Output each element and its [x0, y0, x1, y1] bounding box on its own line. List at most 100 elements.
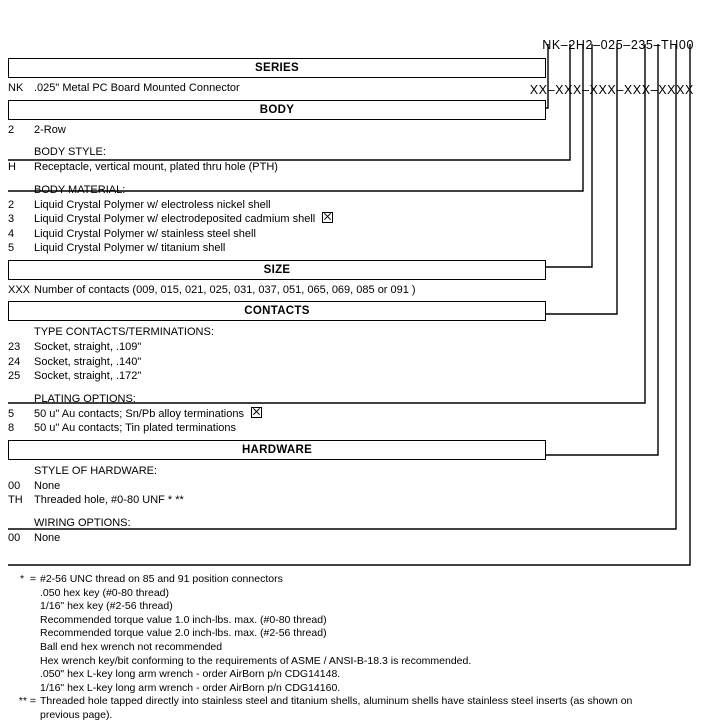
option-group-heading: TYPE CONTACTS/TERMINATIONS:	[34, 326, 214, 338]
section-title-series: SERIES	[8, 58, 546, 78]
footnote-marker: * =	[19, 573, 36, 585]
footnote-text: 1/16" hex L-key long arm wrench - order …	[40, 681, 341, 694]
option-group-heading: BODY STYLE:	[34, 146, 106, 158]
option-text: None	[34, 479, 61, 492]
footnote-line: ** = Threaded hole tapped directly into …	[0, 695, 640, 722]
footnote-text: Recommended torque value 2.0 inch-lbs. m…	[40, 627, 327, 640]
footnote-text: Threaded hole tapped directly into stain…	[40, 695, 633, 721]
footnote-line: * = #2-56 UNC thread on 85 and 91 positi…	[0, 573, 640, 587]
section-title-size: SIZE	[8, 259, 546, 280]
option-group-heading: BODY MATERIAL:	[34, 183, 126, 196]
option-row: 24 Socket, straight, .140"	[0, 355, 702, 370]
option-code: 8	[8, 422, 15, 434]
option-code: 5	[8, 407, 15, 420]
footnote-text: Ball end hex wrench not recommended	[40, 640, 223, 653]
option-text: Threaded hole, #0-80 UNF * **	[34, 494, 184, 506]
option-row: XXX Number of contacts (009, 015, 021, 0…	[0, 283, 702, 298]
option-text: Liquid Crystal Polymer w/ stainless stee…	[34, 227, 256, 240]
obsolete-marker-icon	[322, 212, 334, 223]
option-text: 50 u" Au contacts; Sn/Pb alloy terminati…	[34, 407, 244, 420]
footnote-line: .050 hex key (#0-80 thread)	[0, 587, 640, 601]
option-text: Liquid Crystal Polymer w/ titanium shell	[34, 242, 226, 254]
option-group-contact-type: TYPE CONTACTS/TERMINATIONS: 23 Socket, s…	[0, 321, 702, 388]
section-title-contacts: CONTACTS	[8, 301, 546, 321]
option-text: Number of contacts (009, 015, 021, 025, …	[34, 283, 416, 296]
section-size: SIZE XXX Number of contacts (009, 015, 0…	[0, 259, 702, 302]
option-group-body-style: BODY STYLE: H Receptacle, vertical mount…	[0, 141, 702, 179]
option-code: 4	[8, 227, 15, 240]
option-row: 5 Liquid Crystal Polymer w/ titanium she…	[0, 241, 702, 256]
option-code: 3	[8, 213, 15, 225]
option-row: H Receptacle, vertical mount, plated thr…	[0, 160, 702, 175]
option-group-body-material: BODY MATERIAL: 2 Liquid Crystal Polymer …	[0, 179, 702, 260]
option-text: Socket, straight, .140"	[34, 355, 142, 368]
footnote-marker: ** =	[18, 695, 36, 708]
option-text: Receptacle, vertical mount, plated thru …	[34, 161, 278, 173]
footnote-text: Hex wrench key/bit conforming to the req…	[40, 654, 472, 667]
option-row: 00 None	[0, 531, 702, 546]
option-text: .025" Metal PC Board Mounted Connector	[34, 82, 240, 94]
option-group-heading: WIRING OPTIONS:	[34, 516, 131, 529]
option-code: 00	[8, 479, 21, 492]
option-code: TH	[8, 494, 23, 506]
option-group-hardware-style: STYLE OF HARDWARE: 00 None TH Threaded h…	[0, 460, 702, 512]
option-code: NK	[8, 82, 24, 94]
footnote-text: Recommended torque value 1.0 inch-lbs. m…	[40, 613, 327, 626]
option-row: 23 Socket, straight, .109"	[0, 340, 702, 355]
option-text: Socket, straight, .172"	[34, 370, 142, 382]
option-text: 2-Row	[34, 123, 66, 136]
section-stack: SERIES NK .025" Metal PC Board Mounted C…	[0, 58, 702, 549]
footnote-text: .050" hex L-key long arm wrench - order …	[40, 668, 341, 681]
footnote-line: Ball end hex wrench not recommended	[0, 641, 640, 655]
option-row: 4 Liquid Crystal Polymer w/ stainless st…	[0, 227, 702, 242]
footnotes: * = #2-56 UNC thread on 85 and 91 positi…	[0, 573, 640, 723]
section-title-body: BODY	[8, 99, 546, 120]
option-code: 23	[8, 341, 21, 353]
option-group-series: NK .025" Metal PC Board Mounted Connecto…	[0, 78, 702, 100]
section-hardware: HARDWARE STYLE OF HARDWARE: 00 None TH T…	[0, 439, 702, 550]
option-group-size: XXX Number of contacts (009, 015, 021, 0…	[0, 280, 702, 302]
option-text: None	[34, 531, 61, 544]
option-code: 24	[8, 355, 21, 368]
section-series: SERIES NK .025" Metal PC Board Mounted C…	[0, 58, 702, 100]
obsolete-marker-icon	[250, 406, 262, 418]
option-code: H	[8, 161, 16, 173]
option-group-body-row: 2 2-Row	[0, 120, 702, 142]
footnote-line: 1/16" hex key (#2-56 thread)	[0, 600, 640, 614]
option-code: 25	[8, 370, 21, 382]
option-row: 00 None	[0, 479, 702, 494]
footnote-text: #2-56 UNC thread on 85 and 91 position c…	[40, 573, 283, 585]
footnote-line: 1/16" hex L-key long arm wrench - order …	[0, 682, 640, 696]
part-number-example: NK–2H2–025–235–TH00	[542, 38, 694, 52]
option-group-plating: PLATING OPTIONS: 5 50 u" Au contacts; Sn…	[0, 388, 702, 440]
footnote-line: Recommended torque value 2.0 inch-lbs. m…	[0, 627, 640, 641]
option-text: 50 u" Au contacts; Tin plated terminatio…	[34, 422, 237, 434]
option-code: 2	[8, 123, 15, 136]
option-row: 8 50 u" Au contacts; Tin plated terminat…	[0, 421, 702, 436]
option-group-heading: STYLE OF HARDWARE:	[34, 464, 158, 477]
option-text: Liquid Crystal Polymer w/ electroless ni…	[34, 198, 271, 211]
section-contacts: CONTACTS TYPE CONTACTS/TERMINATIONS: 23 …	[0, 301, 702, 440]
option-code: 2	[8, 198, 15, 211]
option-row: 2 Liquid Crystal Polymer w/ electroless …	[0, 198, 702, 213]
footnote-line: Recommended torque value 1.0 inch-lbs. m…	[0, 614, 640, 628]
option-row: NK .025" Metal PC Board Mounted Connecto…	[0, 81, 702, 96]
option-row: 3 Liquid Crystal Polymer w/ electrodepos…	[0, 212, 702, 227]
option-group-heading: PLATING OPTIONS:	[34, 392, 136, 405]
option-code: 00	[8, 531, 21, 544]
footnote-text: .050 hex key (#0-80 thread)	[40, 586, 169, 599]
option-row: 2 2-Row	[0, 123, 702, 138]
option-code: XXX	[8, 283, 31, 296]
footnote-text: 1/16" hex key (#2-56 thread)	[40, 600, 173, 613]
section-title-hardware: HARDWARE	[8, 439, 546, 460]
section-body: BODY 2 2-Row BODY STYLE: H Receptacle, v…	[0, 99, 702, 260]
option-row: 5 50 u" Au contacts; Sn/Pb alloy termina…	[0, 406, 702, 422]
option-row: 25 Socket, straight, .172"	[0, 369, 702, 384]
option-group-wiring: WIRING OPTIONS: 00 None	[0, 512, 702, 550]
option-row: TH Threaded hole, #0-80 UNF * **	[0, 493, 702, 508]
option-text: Socket, straight, .109"	[34, 341, 142, 353]
footnote-line: .050" hex L-key long arm wrench - order …	[0, 668, 640, 682]
option-code: 5	[8, 242, 15, 254]
option-text: Liquid Crystal Polymer w/ electrodeposit…	[34, 213, 316, 225]
footnote-line: Hex wrench key/bit conforming to the req…	[0, 655, 640, 669]
